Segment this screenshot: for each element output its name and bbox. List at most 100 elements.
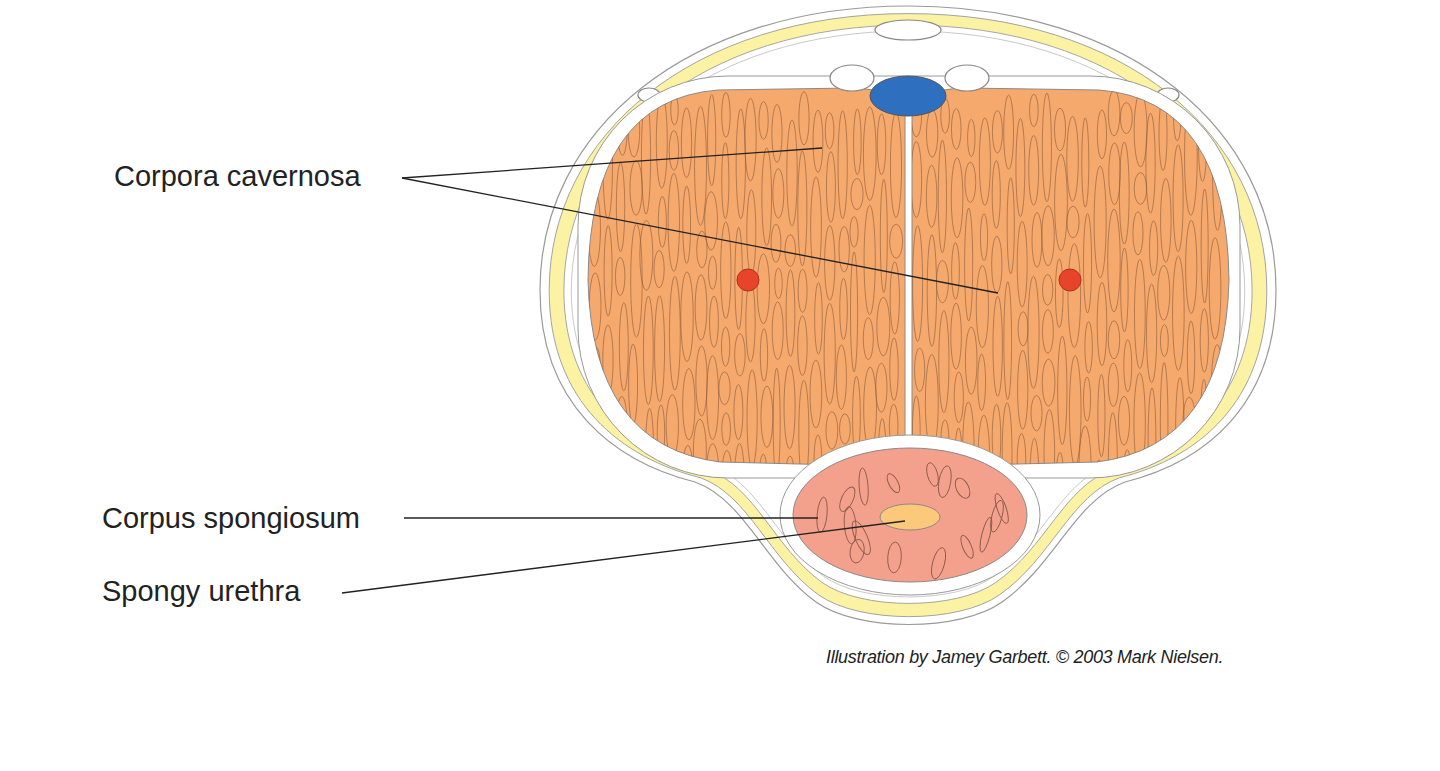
trabecula: [993, 296, 1002, 396]
trabecula: [824, 303, 835, 404]
trabecula: [926, 165, 936, 227]
trabecula: [1158, 266, 1170, 321]
trabecula: [978, 354, 986, 410]
trabecula: [589, 273, 601, 340]
trabecula: [658, 196, 666, 247]
trabecula: [850, 217, 858, 248]
trabecula: [864, 205, 875, 314]
trabecula: [630, 161, 642, 215]
trabecula: [1211, 345, 1223, 447]
trabecula: [965, 208, 973, 321]
trabecula: [1031, 396, 1042, 431]
trabecula: [1174, 94, 1181, 141]
trabecula: [757, 254, 769, 324]
trabecula: [1082, 118, 1089, 207]
trabecula: [798, 269, 807, 312]
vascular-space: [992, 492, 1011, 525]
trabecula: [1044, 410, 1055, 497]
trabecula: [786, 270, 795, 357]
trabecula: [745, 98, 756, 181]
trabecula: [1042, 206, 1054, 266]
trabecula: [1134, 373, 1145, 473]
trabecula: [641, 98, 650, 214]
trabecula: [645, 408, 654, 509]
trabecula: [1108, 321, 1119, 359]
trabecula: [1118, 396, 1129, 444]
trabecula: [1146, 113, 1155, 213]
fascia-line: [571, 31, 1244, 597]
vascular-space: [952, 476, 973, 501]
trabecula: [863, 107, 876, 201]
trabecula: [1043, 275, 1053, 306]
vascular-space: [837, 485, 859, 514]
trabecula: [1119, 142, 1129, 244]
trabecula: [722, 450, 732, 501]
trabecula: [979, 118, 990, 205]
trabecula: [951, 303, 962, 369]
trabecula: [1054, 108, 1065, 150]
trabecula: [784, 365, 795, 449]
trabecula: [880, 179, 887, 292]
trabecula: [836, 345, 846, 409]
trabecula: [629, 429, 640, 478]
trabecula: [1134, 173, 1146, 205]
trabecula: [657, 405, 664, 460]
trabecula: [1161, 179, 1172, 263]
trabecula: [1184, 448, 1196, 488]
trabecula: [1176, 378, 1184, 483]
vascular-space: [848, 519, 874, 557]
trabecula: [1097, 110, 1106, 159]
trabecula: [838, 111, 847, 219]
trabecula: [1201, 189, 1208, 303]
trabecula: [927, 110, 938, 157]
deep-artery: [737, 269, 759, 291]
part-label: Corpus spongiosum: [102, 503, 360, 535]
trabecula: [1150, 221, 1158, 276]
trabecula: [592, 347, 600, 384]
trabecula: [761, 386, 773, 447]
trabecula: [1072, 470, 1079, 546]
trabecula: [787, 120, 797, 226]
trabecula: [799, 92, 809, 145]
trabecula: [890, 338, 898, 400]
skin-layers: [540, 6, 1276, 625]
trabecula: [1016, 119, 1025, 217]
trabecula: [590, 105, 598, 185]
trabecula: [1004, 282, 1012, 400]
trabecula: [913, 226, 923, 342]
vascular-space: [958, 534, 975, 560]
trabecula: [655, 296, 665, 402]
trabecula: [1148, 388, 1156, 493]
trabecula: [1079, 426, 1091, 519]
skin-outline: [540, 6, 1276, 625]
trabecula: [840, 414, 851, 444]
trabecula: [682, 445, 694, 520]
trabecula: [640, 221, 653, 291]
trabecula: [1147, 284, 1157, 383]
trabecula: [736, 109, 745, 219]
trabecula: [1209, 238, 1221, 339]
trabecula: [1018, 312, 1028, 346]
vascular-space: [978, 516, 995, 553]
trabecula: [1068, 244, 1081, 348]
trabecula: [992, 161, 1000, 229]
vascular-space: [815, 497, 828, 533]
deep-dorsal-vein: [870, 76, 946, 116]
trabecula: [1173, 145, 1183, 252]
corpus-cavernosum-right: [912, 88, 1229, 466]
trabecula: [654, 465, 666, 516]
trabecula: [746, 281, 755, 362]
trabecula: [771, 224, 781, 262]
trabecula: [864, 367, 877, 449]
trabecula: [825, 113, 834, 149]
trabecula: [758, 454, 768, 533]
trabecula: [1042, 359, 1055, 406]
trabecula: [1067, 206, 1079, 238]
trabecula: [772, 302, 783, 359]
trabecula: [669, 276, 680, 390]
trabecula: [1108, 209, 1121, 312]
trabecula: [992, 111, 1002, 153]
leader-line: [402, 178, 998, 293]
trabecula: [591, 439, 604, 474]
trabecula: [811, 177, 822, 277]
